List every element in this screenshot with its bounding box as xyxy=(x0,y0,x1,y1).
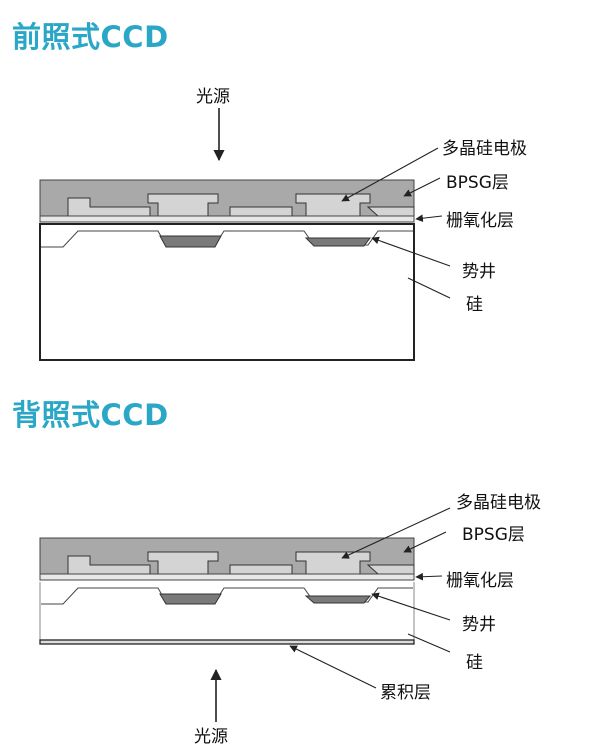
front-ccd-diagram xyxy=(39,108,451,361)
front-polysilicon-electrode-label: 多晶硅电极 xyxy=(442,139,527,159)
back-gate-oxide-label: 栅氧化层 xyxy=(446,571,514,591)
back-electrode-4 xyxy=(295,551,371,575)
back-electrode-2 xyxy=(147,551,219,575)
back-silicon-label: 硅 xyxy=(466,653,483,673)
back-ccd-title: 背照式CCD xyxy=(12,398,169,432)
front-leader-gate-oxide xyxy=(415,214,443,223)
back-leader-silicon xyxy=(407,633,451,653)
electrode-3 xyxy=(229,206,293,217)
front-ccd-title: 前照式CCD xyxy=(12,20,169,54)
back-polysilicon-electrode-label: 多晶硅电极 xyxy=(456,493,541,513)
back-silicon-region xyxy=(39,582,415,642)
electrode-4 xyxy=(295,193,371,217)
back-potential-well-1 xyxy=(159,593,222,605)
back-electrode-3 xyxy=(229,564,293,575)
front-potential-well-2 xyxy=(304,237,371,247)
back-leader-gate-oxide xyxy=(415,572,443,581)
front-potential-well-label: 势井 xyxy=(462,262,496,282)
front-gate-oxide-label: 栅氧化层 xyxy=(446,211,514,231)
front-leader-potential-well xyxy=(371,236,451,267)
front-leader-bpsg xyxy=(403,177,441,197)
back-ccd-diagram xyxy=(39,507,451,722)
back-leader-accumulation xyxy=(289,645,377,689)
back-potential-well-2 xyxy=(304,595,372,604)
front-silicon-label: 硅 xyxy=(466,295,483,315)
back-accumulation-layer xyxy=(39,639,415,645)
front-bpsg-label: BPSG层 xyxy=(446,173,509,193)
back-accumulation-layer-label: 累积层 xyxy=(380,683,431,703)
front-polysilicon-electrodes xyxy=(67,193,415,217)
electrode-2 xyxy=(147,193,219,217)
front-potential-well-1 xyxy=(159,235,222,248)
back-gate-oxide-layer xyxy=(39,573,415,581)
front-gate-oxide-layer xyxy=(39,215,415,223)
front-leader-silicon xyxy=(407,277,451,299)
back-leader-potential-well xyxy=(371,592,451,621)
back-light-source-label: 光源 xyxy=(194,727,228,747)
front-silicon-substrate xyxy=(39,223,415,361)
front-light-source-label: 光源 xyxy=(196,87,230,107)
back-leader-bpsg xyxy=(403,531,447,553)
front-leader-polysilicon xyxy=(341,147,439,202)
back-bpsg-label: BPSG层 xyxy=(462,525,525,545)
back-potential-well-label: 势井 xyxy=(462,615,496,635)
back-leader-polysilicon xyxy=(341,507,451,559)
